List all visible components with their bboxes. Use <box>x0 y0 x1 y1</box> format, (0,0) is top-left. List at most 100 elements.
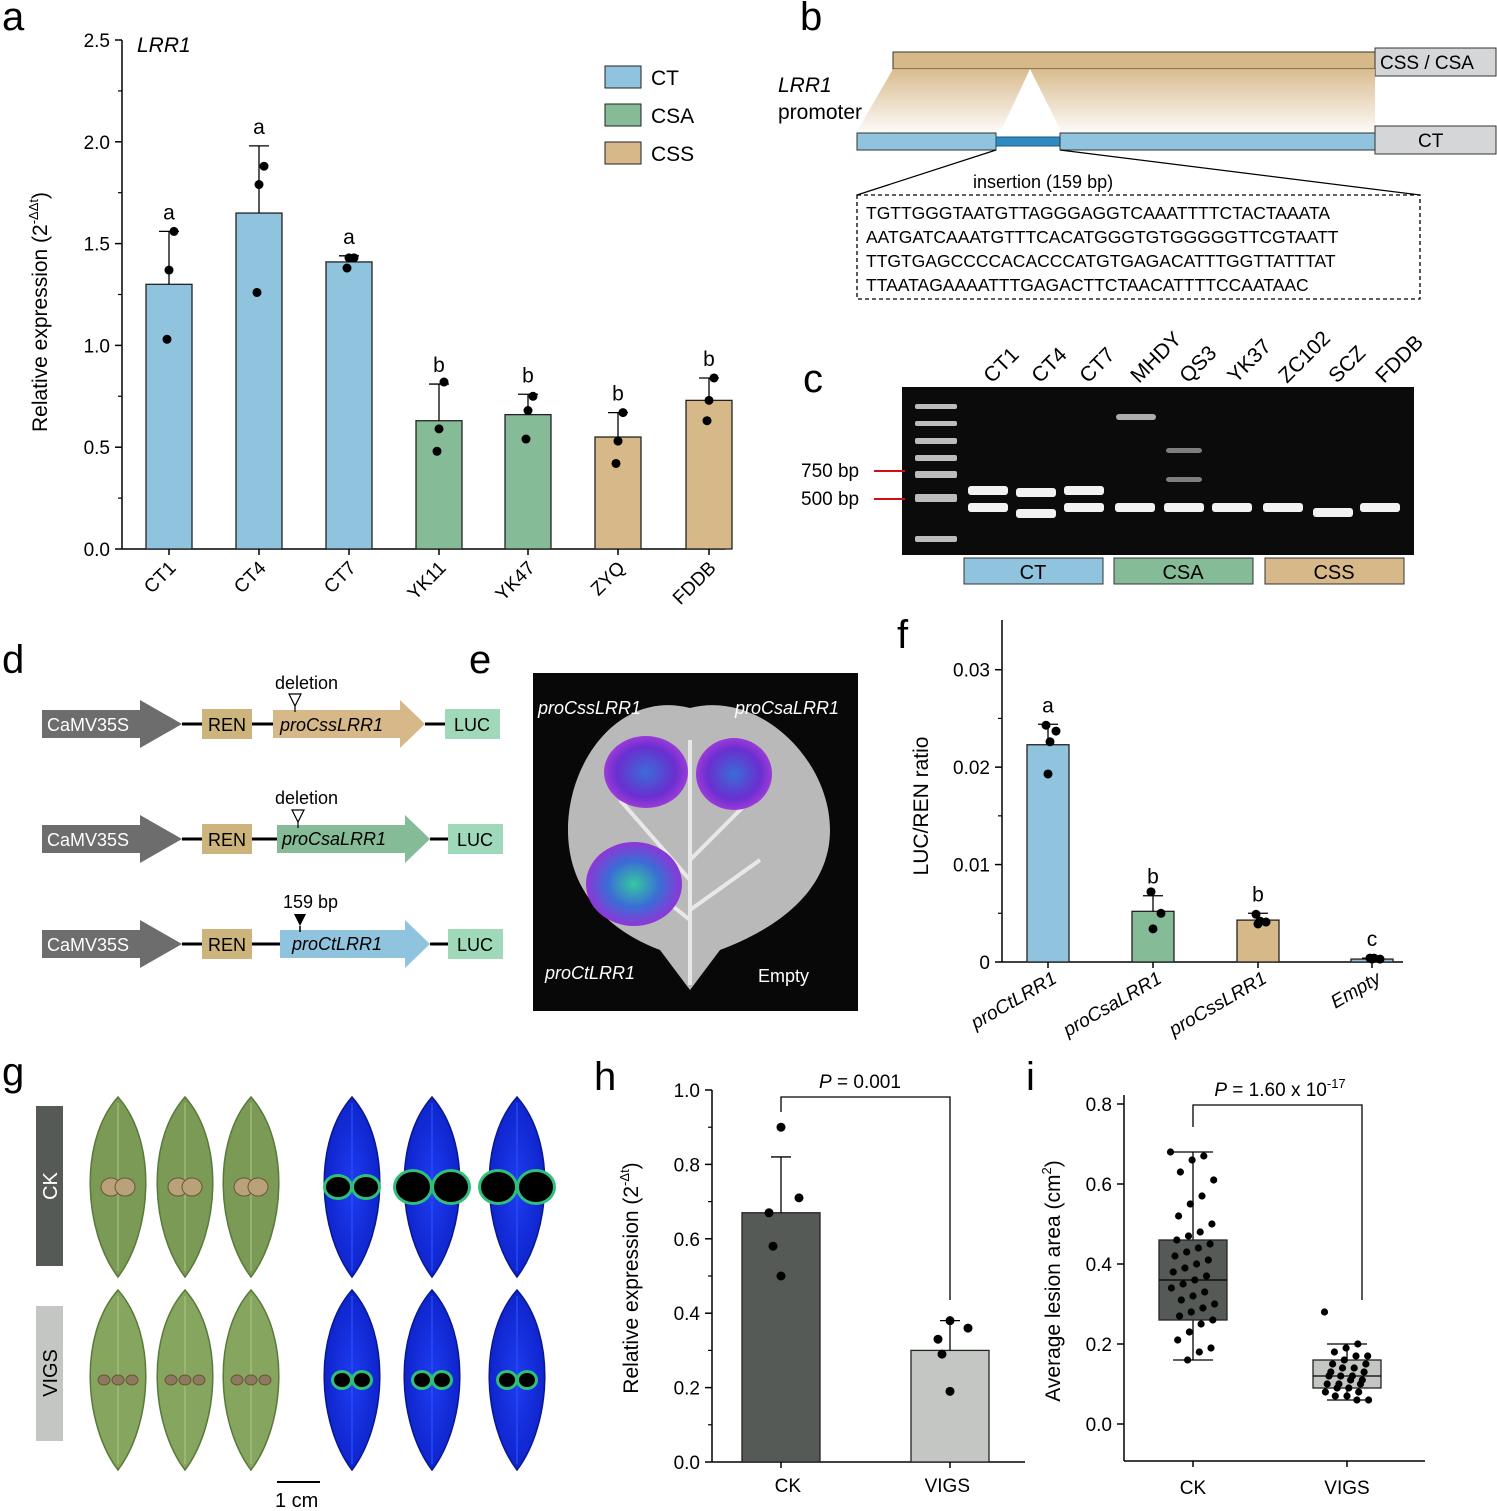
panel-label-i: i <box>1026 1055 1035 1099</box>
y-tick-label: 0.03 <box>953 661 990 682</box>
ren-label: REN <box>208 830 246 850</box>
data-point <box>434 424 444 434</box>
data-point <box>521 434 531 444</box>
data-point <box>1255 916 1265 926</box>
data-point <box>1204 1256 1212 1264</box>
ladder-bands <box>915 404 957 542</box>
y-tick-label: 0.0 <box>84 540 110 561</box>
data-point <box>1177 1296 1185 1304</box>
data-point <box>1191 1276 1199 1284</box>
panel-a-bar-chart: LRR1 Relative expression (2-ΔΔt) CT CSA … <box>26 31 733 609</box>
data-point <box>1342 1344 1350 1352</box>
data-point <box>1175 1312 1184 1320</box>
gene-label: proCsaLRR1 <box>281 829 386 849</box>
data-point <box>1176 1168 1184 1176</box>
scale-bar-label: 1 cm <box>275 1490 318 1511</box>
lesion <box>181 1177 203 1197</box>
bar-proCtLRR1 <box>1026 744 1070 963</box>
data-point <box>1210 1176 1218 1184</box>
panel-label-h: h <box>594 1055 616 1099</box>
sequence-line-1: TGTTGGGTAATGTTAGGGAGGTCAAATTTTCTACTAAATA <box>866 203 1330 223</box>
luc-label: LUC <box>457 935 493 955</box>
box-VIGS <box>1312 1359 1382 1389</box>
lesion <box>334 1373 350 1387</box>
lesion <box>326 1177 350 1197</box>
lesion <box>499 1373 515 1387</box>
legend-swatch-ct <box>604 65 642 89</box>
y-tick-label: 0.0 <box>1086 1415 1112 1436</box>
row-label-vigs: VIGS <box>40 1349 62 1397</box>
bar-YK11 <box>415 420 463 550</box>
data-point <box>768 1241 778 1251</box>
luc-box <box>448 929 503 959</box>
lesion <box>519 1172 553 1202</box>
y-tick-label: 1.5 <box>84 235 110 256</box>
ct-label-box <box>1374 125 1497 155</box>
camv35s-label: CaMV35S <box>47 715 129 735</box>
data-point <box>1166 1148 1175 1156</box>
camv35s-arrow <box>42 815 182 863</box>
data-point <box>1345 1384 1353 1392</box>
bar-CT1 <box>145 283 193 550</box>
y-tick-label: 0.4 <box>1086 1255 1113 1276</box>
data-point <box>1183 1248 1191 1256</box>
lesion <box>258 1374 272 1386</box>
lesion <box>97 1374 111 1386</box>
data-point <box>1354 1340 1362 1348</box>
x-tick-label: FDDB <box>669 558 720 609</box>
gene-arrow <box>280 920 430 968</box>
data-point <box>1175 1212 1183 1220</box>
gel-lane-label: MHDY <box>1126 328 1186 388</box>
deletion-label: deletion <box>275 673 338 693</box>
data-point <box>1207 1344 1215 1352</box>
data-point <box>1186 1200 1194 1208</box>
y-tick-label: 0.2 <box>1086 1335 1112 1356</box>
panel-label-c: c <box>803 357 823 401</box>
panel-i-y-axis-label: Average lesion area (cm2) <box>1039 1160 1065 1401</box>
data-point <box>1329 1360 1337 1368</box>
data-point <box>1338 1364 1347 1372</box>
y-tick-label: 0.0 <box>674 1453 700 1474</box>
x-tick-label: Empty <box>1327 967 1385 1013</box>
ct-promoter-bar-left <box>856 132 997 151</box>
significance-letter: b <box>1147 866 1159 889</box>
data-point <box>1352 1352 1360 1360</box>
legend-swatch-css <box>604 141 642 165</box>
gel-band <box>1360 503 1400 512</box>
x-tick-label: YK47 <box>492 558 540 606</box>
lesion <box>396 1172 430 1202</box>
data-point <box>528 391 538 401</box>
panel-g-leaf-photos: CK VIGS 1 cm <box>36 1095 556 1511</box>
data-point <box>1200 1152 1208 1160</box>
data-point <box>1184 1232 1193 1240</box>
data-point <box>963 1323 973 1333</box>
data-point <box>1169 1268 1177 1276</box>
gel-band <box>1263 503 1303 512</box>
panel-i-box-plot: Average lesion area (cm2) P = 1.60 x 10-… <box>1039 1076 1425 1499</box>
data-point <box>937 1349 947 1359</box>
x-tick-label: CT4 <box>230 557 271 598</box>
y-tick-label: 0.01 <box>953 856 990 877</box>
data-point <box>259 161 269 171</box>
gel-band <box>1064 503 1104 512</box>
x-tick-label: CK <box>775 1476 802 1497</box>
legend-swatch-csa <box>604 103 642 127</box>
data-point <box>1196 1228 1204 1236</box>
data-point <box>1156 908 1166 918</box>
p-value-label: P = 0.001 <box>819 1072 901 1093</box>
luc-label: LUC <box>457 830 493 850</box>
data-point <box>794 1193 804 1203</box>
data-point <box>164 265 174 275</box>
significance-letter: b <box>522 364 534 387</box>
data-point <box>1365 1396 1373 1404</box>
panel-label-a: a <box>2 0 25 39</box>
insertion-sequence-box <box>856 194 1421 300</box>
css-csa-label: CSS / CSA <box>1380 53 1474 74</box>
lesion <box>230 1374 244 1386</box>
significance-bracket <box>780 1096 951 1300</box>
y-tick-label: 0.8 <box>1086 1095 1112 1116</box>
data-point <box>439 377 449 387</box>
gel-band <box>1016 509 1056 518</box>
insertion-segment <box>995 136 1061 147</box>
lesion <box>434 1373 450 1387</box>
